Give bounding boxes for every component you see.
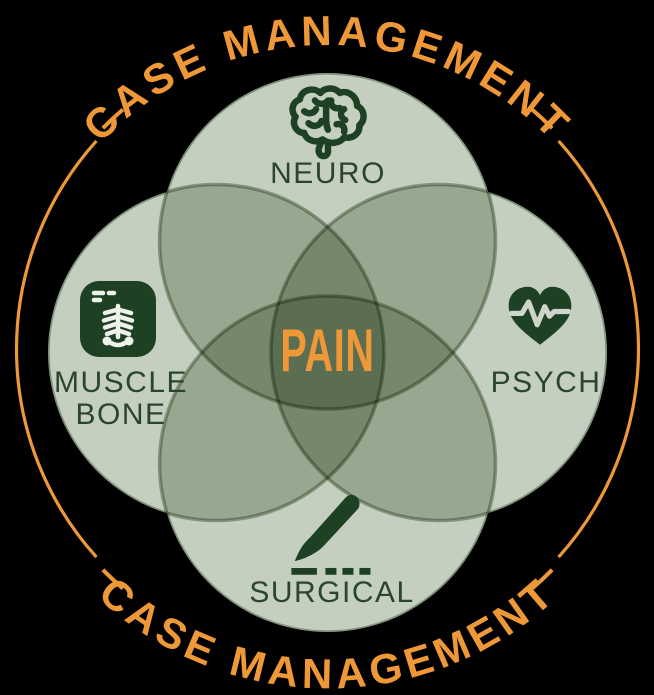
muscle-bone-label-line1: MUSCLE <box>54 366 188 399</box>
venn-edge-neuro <box>157 73 498 411</box>
ring-dash-top-right <box>530 107 554 130</box>
venn-edge-surgical <box>157 294 498 632</box>
xray-ribcage-icon <box>80 281 156 357</box>
outer-ring <box>14 107 641 591</box>
surgical-label: SURGICAL <box>249 576 414 609</box>
brain-icon <box>289 85 367 160</box>
muscle-bone-label-line2: BONE <box>75 398 166 431</box>
pain-center-label: PAIN <box>280 317 374 384</box>
neuro-label: NEURO <box>270 157 386 190</box>
venn-edge-muscle-bone <box>48 182 386 523</box>
ring-left-arc <box>14 139 98 559</box>
ring-dash-top-left <box>101 107 125 130</box>
ring-dash-bottom-right <box>530 568 554 591</box>
venn-circle-surgical <box>159 296 496 632</box>
venn-edge-psych <box>269 182 607 523</box>
scalpel-icon <box>291 494 371 575</box>
heart-pulse-icon <box>508 286 572 345</box>
psych-label: PSYCH <box>491 366 602 399</box>
ring-right-arc <box>557 139 641 559</box>
ring-dash-bottom-left <box>101 568 125 591</box>
